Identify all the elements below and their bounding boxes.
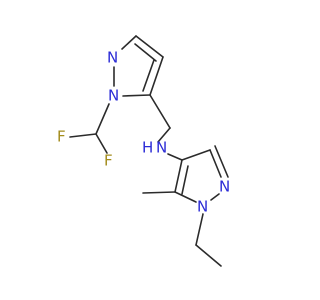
structure-svg: N N F F N H N N [57,35,230,267]
bond-c3b-n2b [209,149,222,178]
bond-n1b-ethyl-ch2 [195,213,204,246]
bond-n1-c5 [122,94,151,97]
bond-ethyl-ch2-ch3 [195,244,222,267]
bond-c4-c3-double [134,43,157,62]
bond-c5b-methyl [142,191,176,194]
bond-c5-ch2 [149,94,171,129]
bond-c3b-n2b-double [214,145,229,178]
bond-c5b-c4b [174,159,183,193]
bond-n1b-c5b [174,191,197,203]
bond-ch2-nh [157,127,171,143]
bond-n2b-n1b [210,193,220,201]
bond-chf2-f-left [69,133,97,138]
bond-c4b-c3b [181,149,211,161]
atom-f-right: F [104,152,113,170]
bond-c5-c4 [149,56,164,96]
bond-n1-chf2 [95,103,110,135]
atom-n-top-ring-2: N [108,87,119,105]
bond-c4-c3 [135,35,164,58]
bond-c3-n2 [121,35,137,50]
bond-nh-c4b [167,153,183,161]
atom-n-bottom-ring-2: N [197,198,208,216]
atom-h-amine: H [142,139,153,157]
molecule-diagram: N N F F N H N N [57,35,230,267]
bond-c5-c4-double [142,59,155,92]
atom-n-top-ring-1: N [107,49,118,67]
atom-n-bottom-ring-1: N [219,178,230,196]
atom-f-left: F [57,128,66,146]
bond-chf2-f-right [95,133,108,154]
bond-c5b-c4b-double [181,165,189,195]
atom-nh-amine: N [156,139,167,157]
